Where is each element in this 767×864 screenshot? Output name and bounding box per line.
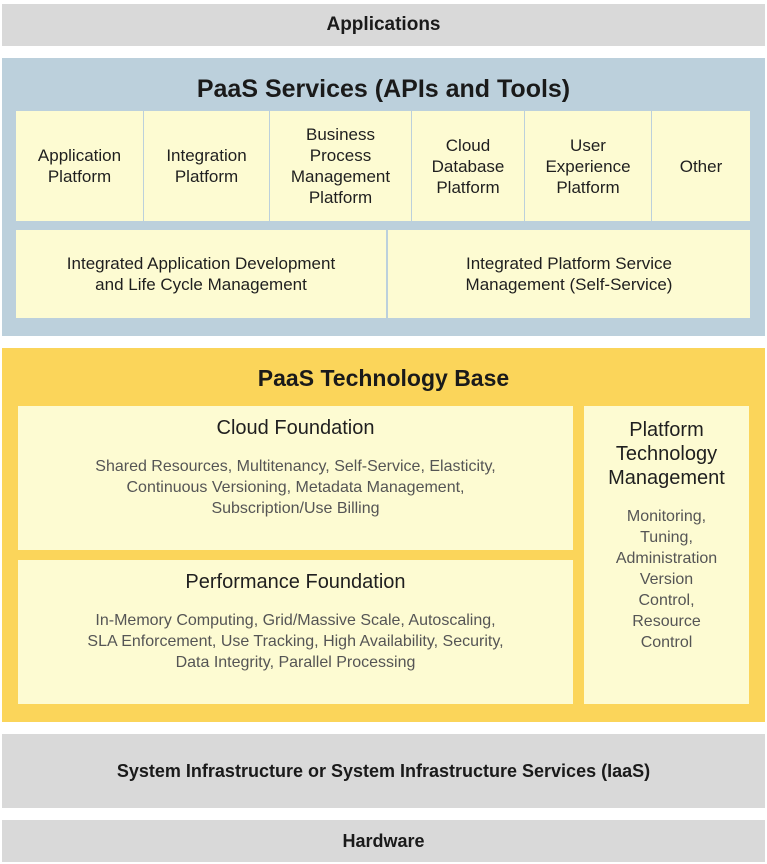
applications-label: Applications: [326, 14, 441, 35]
platform-other: Other: [652, 111, 750, 221]
paas-services-title-wrap: PaaS Services (APIs and Tools): [2, 72, 765, 106]
platform-cloud-database: Cloud Database Platform: [412, 111, 524, 221]
cloud-foundation-title-wrap: Cloud Foundation: [18, 414, 573, 442]
integrated-app-dev-lifecycle-label: Integrated Application Development and L…: [66, 254, 336, 294]
paas-services-layer: PaaS Services (APIs and Tools) Applicati…: [2, 58, 765, 336]
platform-integration: Integration Platform: [144, 111, 269, 221]
platform-technology-management-title: Platform Technology Management: [608, 419, 725, 489]
performance-foundation-title-wrap: Performance Foundation: [18, 568, 573, 596]
cloud-foundation-body: Shared Resources, Multitenancy, Self-Ser…: [95, 458, 496, 517]
integrated-platform-service-management-label: Integrated Platform Service Management (…: [465, 254, 673, 294]
performance-foundation-body-wrap: In-Memory Computing, Grid/Massive Scale,…: [18, 610, 573, 690]
ptm-body-wrap: Monitoring, Tuning, Administration Versi…: [584, 506, 749, 666]
platform-other-label: Other: [679, 156, 723, 176]
paas-services-title: PaaS Services (APIs and Tools): [196, 74, 571, 103]
hardware-label: Hardware: [342, 830, 425, 851]
platform-business-process-management-label: Business Process Management Platform: [290, 125, 391, 207]
platform-cloud-database-label: Cloud Database Platform: [431, 135, 505, 197]
platform-application: Application Platform: [16, 111, 143, 221]
system-infrastructure-label: System Infrastructure or System Infrastr…: [116, 760, 651, 781]
cloud-foundation-body-wrap: Shared Resources, Multitenancy, Self-Ser…: [18, 456, 573, 536]
platform-user-experience-label: User Experience Platform: [545, 135, 631, 197]
applications-layer: Applications: [2, 4, 765, 46]
platform-application-label: Application Platform: [37, 146, 122, 186]
platform-technology-management-body: Monitoring, Tuning, Administration Versi…: [615, 508, 718, 651]
platform-integration-label: Integration Platform: [166, 146, 247, 186]
integrated-app-dev-lifecycle: Integrated Application Development and L…: [16, 230, 386, 318]
platform-technology-management-box: Platform Technology Management Monitorin…: [584, 406, 749, 704]
technology-base-title: PaaS Technology Base: [257, 364, 510, 391]
performance-foundation-title: Performance Foundation: [185, 570, 406, 593]
cloud-foundation-title: Cloud Foundation: [216, 416, 375, 439]
performance-foundation-box: Performance Foundation In-Memory Computi…: [18, 560, 573, 704]
cloud-foundation-box: Cloud Foundation Shared Resources, Multi…: [18, 406, 573, 550]
platform-user-experience: User Experience Platform: [525, 111, 651, 221]
platform-business-process-management: Business Process Management Platform: [270, 111, 411, 221]
paas-technology-base-layer: PaaS Technology Base Cloud Foundation Sh…: [2, 348, 765, 722]
hardware-layer: Hardware: [2, 820, 765, 862]
technology-base-title-wrap: PaaS Technology Base: [2, 362, 765, 394]
performance-foundation-body: In-Memory Computing, Grid/Massive Scale,…: [87, 612, 504, 671]
ptm-title-wrap: Platform Technology Management: [584, 414, 749, 494]
system-infrastructure-layer: System Infrastructure or System Infrastr…: [2, 734, 765, 808]
integrated-platform-service-management: Integrated Platform Service Management (…: [388, 230, 750, 318]
